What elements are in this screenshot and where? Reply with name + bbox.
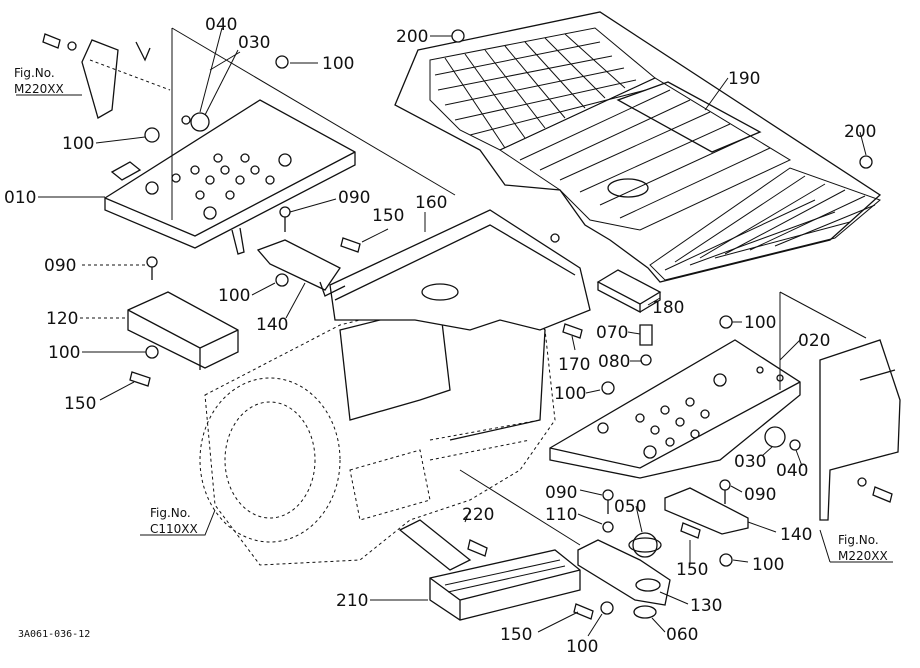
label-040-top: 040	[205, 15, 237, 35]
label-010: 010	[4, 188, 36, 208]
label-050: 050	[614, 497, 646, 517]
label-030-bot: 030	[734, 452, 766, 472]
bracket-140-upper	[256, 239, 346, 297]
label-170: 170	[558, 355, 590, 375]
label-200-b: 200	[844, 122, 876, 142]
label-200-a: 200	[396, 27, 428, 47]
fig-ref-top-left-title: Fig.No.	[14, 66, 55, 80]
label-090-c: 090	[545, 483, 577, 503]
label-020: 020	[798, 331, 830, 351]
fig-ref-bottom-right-number: M220XX	[838, 549, 888, 563]
label-120: 120	[46, 309, 78, 329]
drawing-code: 3A061-036-12	[18, 629, 90, 640]
label-220: 220	[462, 505, 494, 525]
label-180: 180	[652, 298, 684, 318]
floor-plate-right	[549, 339, 801, 479]
label-100-h: 100	[566, 637, 598, 657]
label-100-f: 100	[554, 384, 586, 404]
figure-references: Fig.No. M220XX Fig.No. C110XX Fig.No. M2…	[14, 66, 888, 563]
label-210: 210	[336, 591, 368, 611]
label-080: 080	[598, 352, 630, 372]
label-090-d: 090	[744, 485, 776, 505]
floor-plate-left	[104, 99, 356, 255]
fig-ref-bottom-right-title: Fig.No.	[838, 533, 879, 547]
label-150-d: 150	[500, 625, 532, 645]
label-190: 190	[728, 69, 760, 89]
bracket-120	[127, 291, 239, 370]
transmission-housing	[199, 299, 556, 566]
assembly-lines	[171, 27, 867, 546]
label-100-d: 100	[48, 343, 80, 363]
part-number-labels: 040 030 100 100 010 090 150 160 090 100 …	[4, 15, 876, 657]
bar	[596, 269, 662, 314]
fig-ref-mid-left-title: Fig.No.	[150, 506, 191, 520]
label-100-e: 100	[744, 313, 776, 333]
label-090-b: 090	[44, 256, 76, 276]
label-110: 110	[545, 505, 577, 525]
label-160: 160	[415, 193, 447, 213]
label-140-a: 140	[256, 315, 288, 335]
fig-ref-mid-left-number: C110XX	[150, 522, 198, 536]
label-040-bot: 040	[776, 461, 808, 481]
label-100-c: 100	[218, 286, 250, 306]
label-150-a: 150	[372, 206, 404, 226]
label-030-top: 030	[238, 33, 270, 53]
bracket-130	[577, 539, 671, 606]
label-060: 060	[666, 625, 698, 645]
label-150-c: 150	[676, 560, 708, 580]
label-070: 070	[596, 323, 628, 343]
label-140-b: 140	[780, 525, 812, 545]
label-100-a: 100	[322, 54, 354, 74]
label-leaders	[16, 27, 893, 637]
label-090-a: 090	[338, 188, 370, 208]
fig-ref-top-left-number: M220XX	[14, 82, 64, 96]
bracket-140-lower	[664, 487, 749, 535]
fender-parts	[81, 39, 901, 521]
label-100-b: 100	[62, 134, 94, 154]
step	[398, 519, 581, 621]
label-100-g: 100	[752, 555, 784, 575]
floor-mat	[394, 11, 882, 283]
cover	[329, 209, 591, 331]
label-150-b: 150	[64, 394, 96, 414]
label-130: 130	[690, 596, 722, 616]
hardware	[42, 29, 893, 620]
